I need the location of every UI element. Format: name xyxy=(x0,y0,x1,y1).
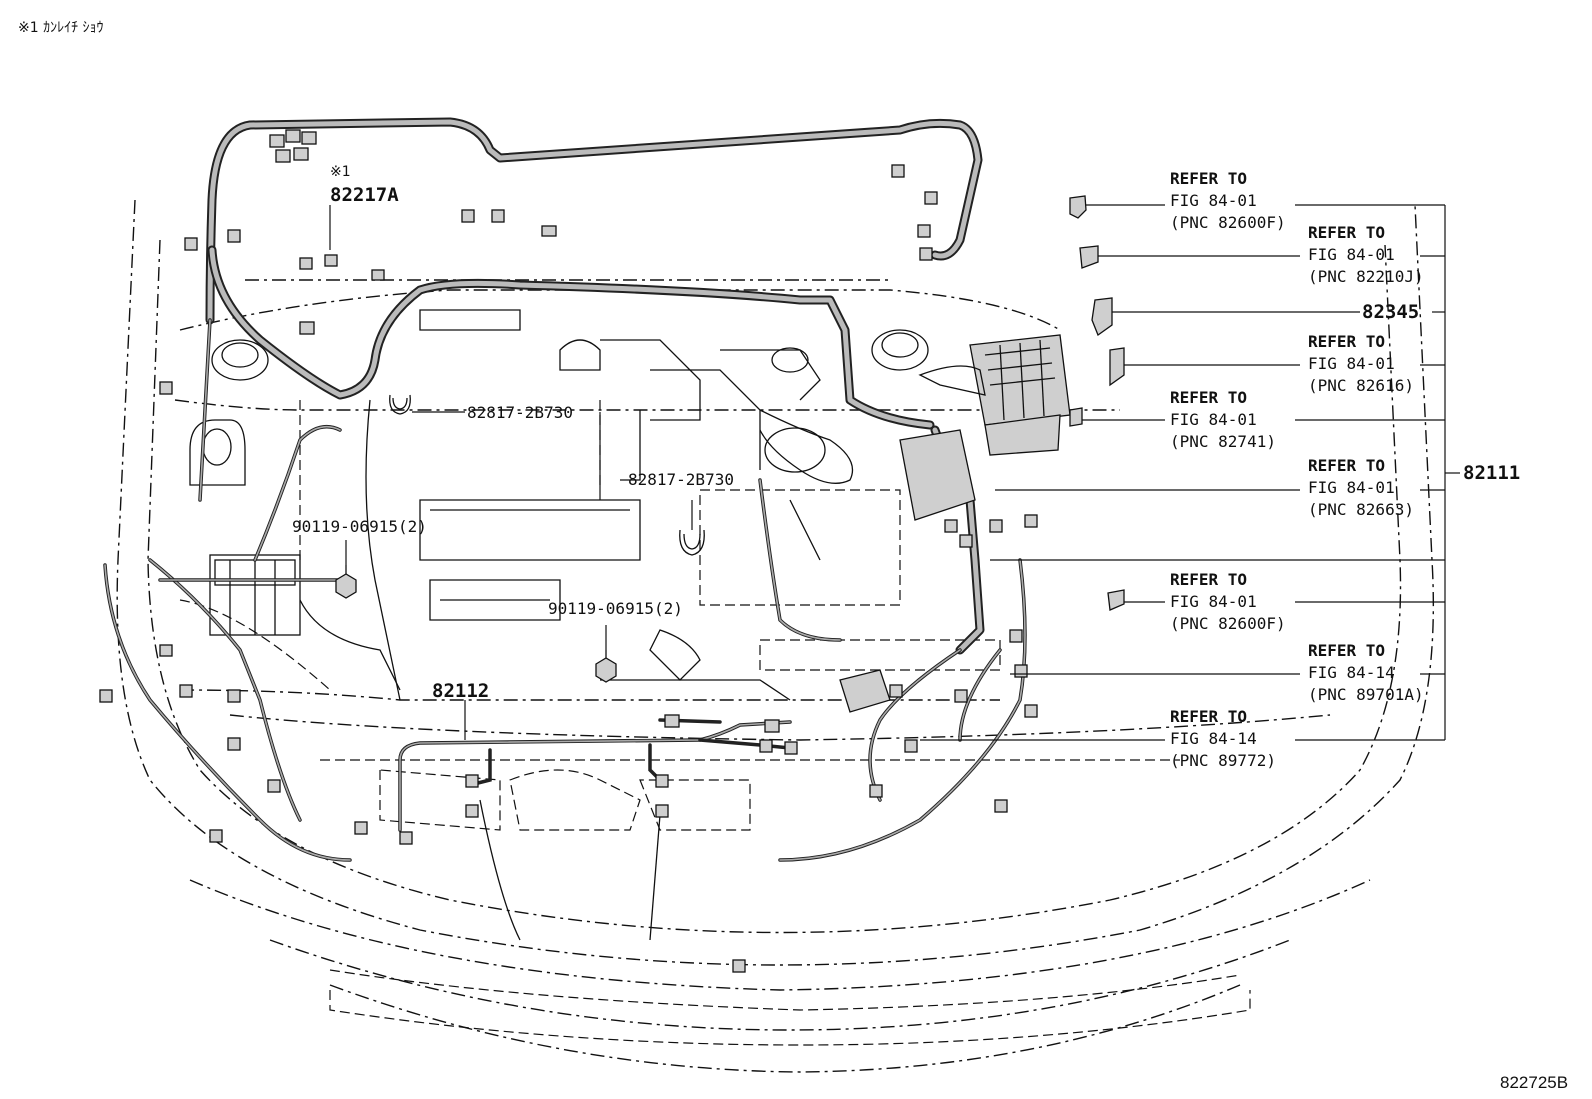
part-number-82345: 82345 xyxy=(1362,301,1419,323)
svg-text:(PNC 82600F): (PNC 82600F) xyxy=(1170,213,1286,232)
svg-text:REFER TO: REFER TO xyxy=(1170,707,1247,726)
callout-ref-3: REFER TO FIG 84-01 (PNC 82616) xyxy=(1308,332,1414,395)
svg-text:REFER TO: REFER TO xyxy=(1308,223,1385,242)
clamp-part-number-2: 82817-2B730 xyxy=(628,470,734,489)
wire-harness-82111 xyxy=(205,117,985,655)
relay-block xyxy=(839,334,1071,713)
note-mark: ※1 xyxy=(330,164,351,180)
svg-text:REFER TO: REFER TO xyxy=(1170,570,1247,589)
svg-text:REFER TO: REFER TO xyxy=(1308,456,1385,475)
svg-text:REFER TO: REFER TO xyxy=(1170,388,1247,407)
callout-ref-1: REFER TO FIG 84-01 (PNC 82600F) xyxy=(1170,169,1286,232)
callout-ref-2: REFER TO FIG 84-01 (PNC 82210J) xyxy=(1308,223,1424,286)
figure-id: 822725B xyxy=(1500,1073,1568,1092)
clamp-part-number-1: 82817-2B730 xyxy=(467,403,573,422)
connectors xyxy=(99,129,1038,973)
vehicle-body-outline xyxy=(116,199,1435,1073)
svg-text:(PNC 82663): (PNC 82663) xyxy=(1308,500,1414,519)
clamps xyxy=(389,394,705,556)
svg-text:FIG 84-01: FIG 84-01 xyxy=(1170,191,1257,210)
ref-part-icons xyxy=(1069,195,1125,611)
svg-text:FIG 84-01: FIG 84-01 xyxy=(1170,410,1257,429)
svg-text:(PNC 82741): (PNC 82741) xyxy=(1170,432,1276,451)
svg-text:FIG 84-01: FIG 84-01 xyxy=(1308,478,1395,497)
svg-text:FIG 84-14: FIG 84-14 xyxy=(1170,729,1257,748)
svg-text:(PNC 82616): (PNC 82616) xyxy=(1308,376,1414,395)
callout-ref-8: REFER TO FIG 84-14 (PNC 89772) xyxy=(1170,707,1276,770)
svg-text:FIG 84-01: FIG 84-01 xyxy=(1308,354,1395,373)
svg-text:(PNC 89772): (PNC 89772) xyxy=(1170,751,1276,770)
leader-lines xyxy=(329,204,1460,741)
svg-text:(PNC 82600F): (PNC 82600F) xyxy=(1170,614,1286,633)
svg-text:REFER TO: REFER TO xyxy=(1308,332,1385,351)
bolt-part-number-1: 90119-06915(2) xyxy=(292,517,427,536)
engine-components xyxy=(189,309,929,701)
callout-ref-6: REFER TO FIG 84-01 (PNC 82600F) xyxy=(1170,570,1286,633)
callout-ref-7: REFER TO FIG 84-14 (PNC 89701A) xyxy=(1308,641,1424,704)
svg-text:REFER TO: REFER TO xyxy=(1308,641,1385,660)
svg-text:(PNC 82210J): (PNC 82210J) xyxy=(1308,267,1424,286)
callout-ref-4: REFER TO FIG 84-01 (PNC 82741) xyxy=(1170,388,1276,451)
header-note: ※1 ｶﾝﾚｲﾁ ｼｮｳ xyxy=(18,20,104,36)
svg-text:FIG 84-01: FIG 84-01 xyxy=(1308,245,1395,264)
callout-ref-5: REFER TO FIG 84-01 (PNC 82663) xyxy=(1308,456,1414,519)
wire-harness-left xyxy=(103,318,352,862)
wire-harness-right xyxy=(758,478,1027,862)
wire-harness-82112 xyxy=(398,718,792,941)
bolts xyxy=(335,565,617,683)
bolt-part-number-2: 90119-06915(2) xyxy=(548,599,683,618)
part-number-82111: 82111 xyxy=(1463,462,1520,484)
svg-text:REFER TO: REFER TO xyxy=(1170,169,1247,188)
svg-text:FIG 84-14: FIG 84-14 xyxy=(1308,663,1395,682)
svg-text:(PNC 89701A): (PNC 89701A) xyxy=(1308,685,1424,704)
part-number-82112: 82112 xyxy=(432,680,489,702)
part-number-82217A: 82217A xyxy=(330,184,399,206)
svg-text:FIG 84-01: FIG 84-01 xyxy=(1170,592,1257,611)
